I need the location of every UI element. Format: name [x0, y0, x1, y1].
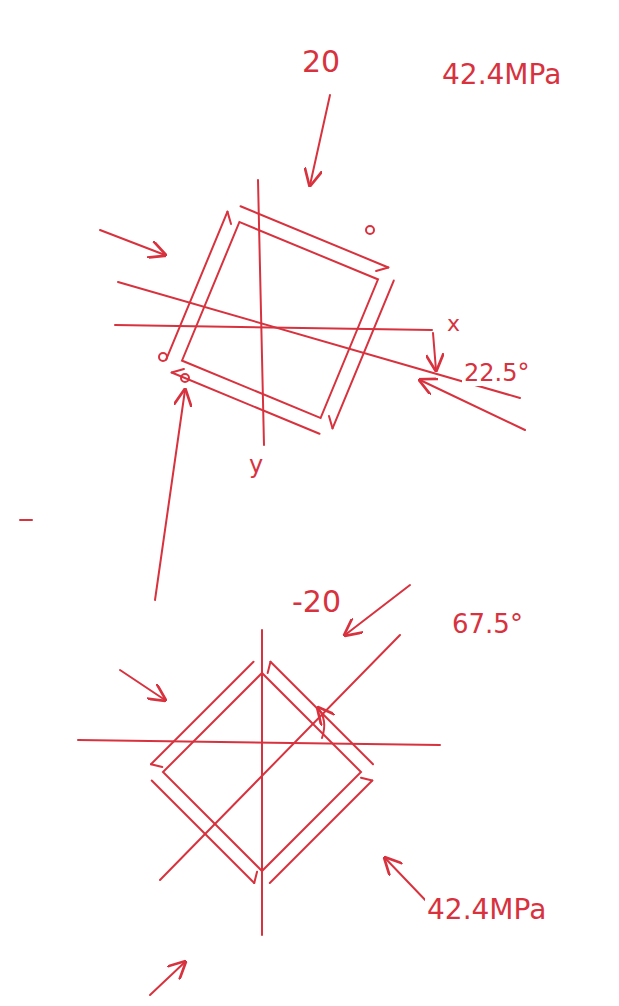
axis-name: x: [445, 312, 462, 336]
y-axis: [258, 180, 264, 445]
stress-value: 20: [300, 45, 342, 78]
axis-name: y: [247, 452, 265, 478]
angle-value: 67.5°: [450, 610, 525, 639]
stress-magnitude: 42.4MPa: [425, 895, 548, 926]
stress-magnitude: 42.4MPa: [440, 60, 563, 91]
angle-value: 22.5°: [462, 360, 531, 386]
principal-axis: [160, 635, 400, 880]
stress-element: [162, 202, 397, 437]
stress-element-2: [143, 653, 381, 891]
stress-value: -20: [290, 585, 343, 618]
rotated-axis: [118, 282, 520, 398]
y-axis-2: [261, 630, 263, 935]
